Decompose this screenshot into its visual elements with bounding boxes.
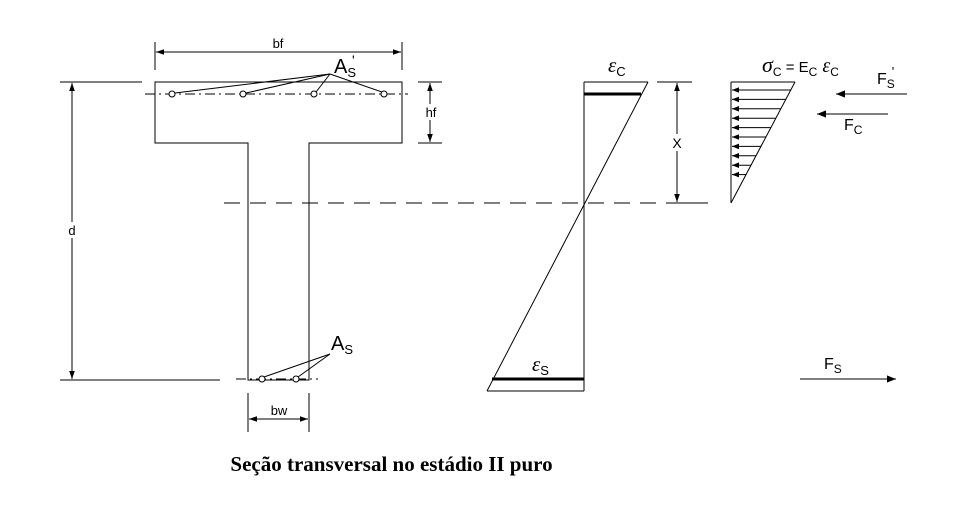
top-reinforcement (145, 73, 408, 98)
label-d: d (68, 223, 75, 238)
label-bf: bf (273, 36, 284, 51)
label-steel-strain: εS (532, 352, 549, 378)
label-hf: hf (426, 105, 437, 120)
label-force-fc: FC (844, 117, 863, 137)
label-top-steel-area: AS' (334, 52, 356, 80)
t-section-outline (154, 81, 403, 381)
figure-caption: Seção transversal no estádio II puro (230, 452, 553, 476)
dimension-x: X (657, 81, 700, 204)
dimension-bw: bw (247, 393, 310, 432)
stress-block (730, 81, 796, 204)
label-bw: bw (271, 403, 288, 418)
label-concrete-strain: εC (608, 53, 626, 79)
label-bottom-steel-area: AS (331, 333, 353, 357)
bottom-reinforcement (236, 353, 331, 383)
dimension-bf: bf (154, 36, 403, 70)
dimension-d: d (60, 81, 220, 381)
label-force-fs-bottom: FS (824, 356, 842, 376)
label-neutral-axis-depth: X (672, 135, 682, 151)
dimension-hf: hf (418, 81, 442, 144)
label-force-fs-top: FS' (877, 64, 895, 91)
label-stress-formula: σC = EC εC (762, 52, 839, 79)
strain-diagram (486, 81, 649, 392)
